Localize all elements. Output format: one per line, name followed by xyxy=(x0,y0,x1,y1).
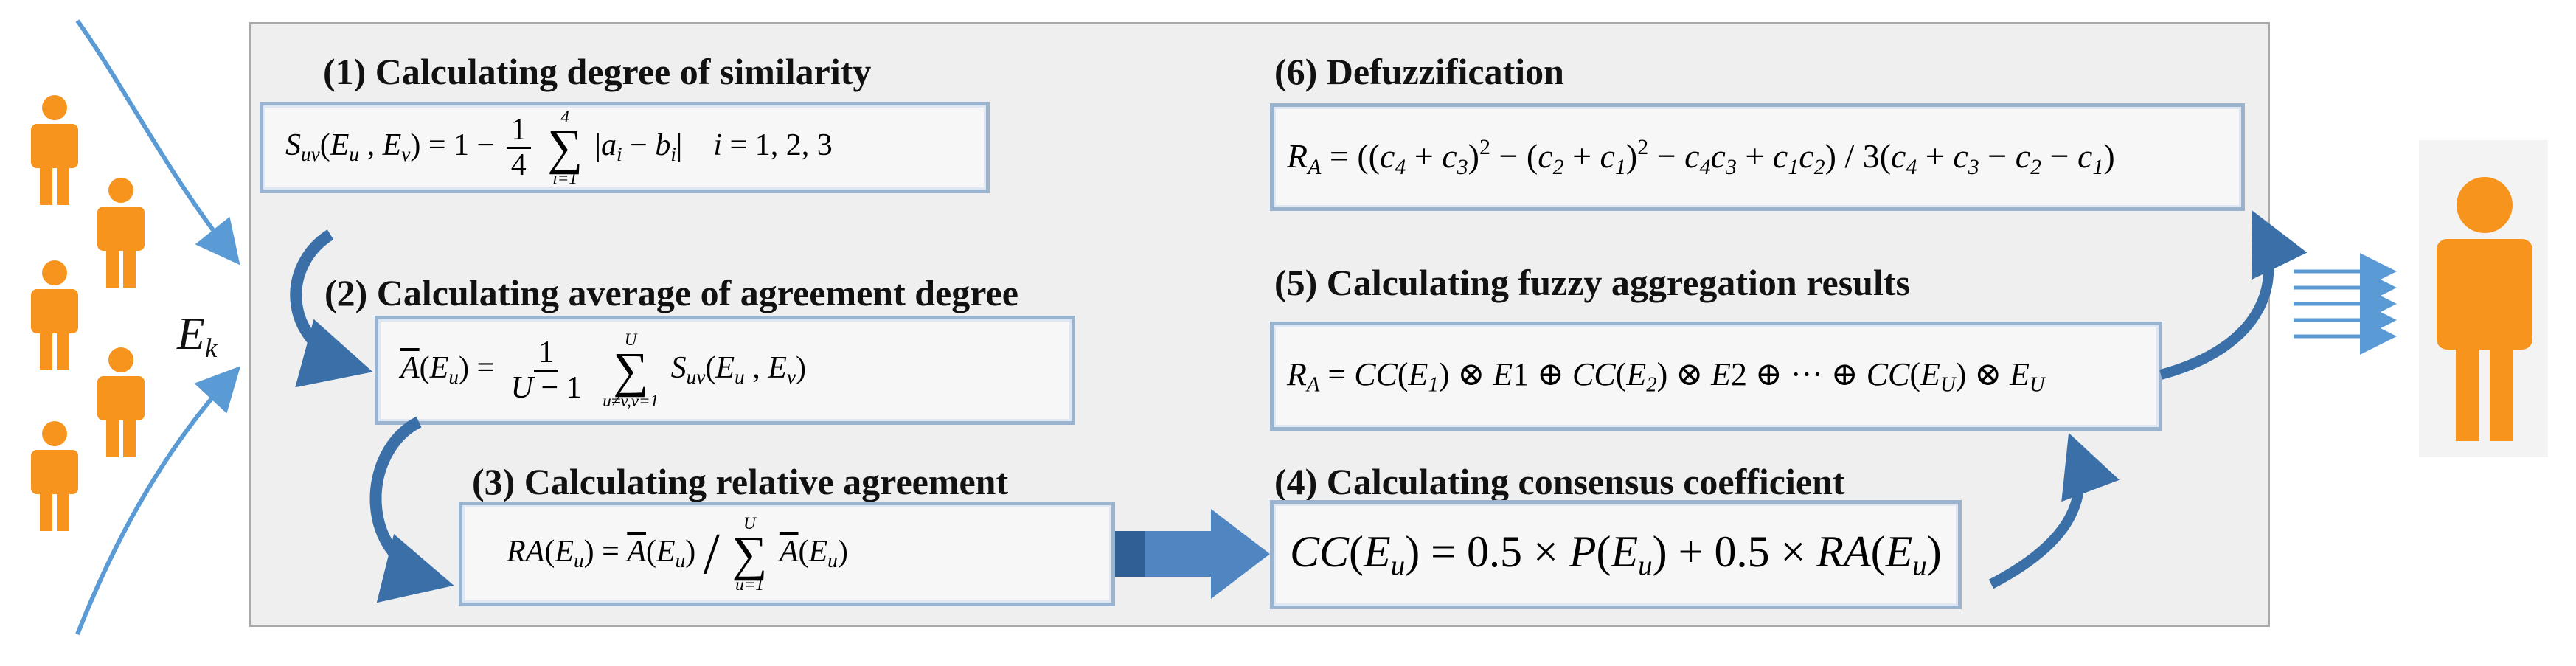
expert-set-label: Ek xyxy=(177,309,218,364)
step-4-title: (4) Calculating consensus coefficient xyxy=(1274,461,1845,502)
step-1-title: (1) Calculating degree of similarity xyxy=(323,51,872,92)
expert-person-icon xyxy=(28,420,81,535)
consensus-coefficient-formula-box: CC(Eu) = 0.5 × P(Eu) + 0.5 × RA(Eu) xyxy=(1270,500,1962,609)
defuzzification-formula-box: RA = ((c4 + c3)2 − (c2 + c1)2 − c4c3 + c… xyxy=(1270,103,2245,211)
step-6-title: (6) Defuzzification xyxy=(1274,51,1564,92)
relative-agreement-formula-box: RA(Eu) = A(Eu) / U∑u=1 A(Eu) xyxy=(459,502,1115,606)
expert-person-icon xyxy=(28,94,81,209)
relative-agreement-formula: RA(Eu) = A(Eu) / U∑u=1 A(Eu) xyxy=(507,513,848,594)
connector-1-2 xyxy=(290,229,373,388)
output-arrows xyxy=(2294,253,2397,355)
input-arrow-top xyxy=(75,19,240,266)
expert-person-icon xyxy=(28,260,81,374)
defuzzification-formula: RA = ((c4 + c3)2 − (c2 + c1)2 − c4c3 + c… xyxy=(1287,134,2115,179)
step-3-title: (3) Calculating relative agreement xyxy=(472,461,1009,502)
step-5-title: (5) Calculating fuzzy aggregation result… xyxy=(1274,262,1910,303)
fuzzy-aggregation-formula-box: RA = CC(E1) ⊗ E1 ⊕ CC(E2) ⊗ E2 ⊕ ··· ⊕ C… xyxy=(1270,322,2162,431)
fuzzy-aggregation-formula: RA = CC(E1) ⊗ E1 ⊕ CC(E2) ⊗ E2 ⊕ ··· ⊕ C… xyxy=(1287,355,2045,397)
connector-2-3 xyxy=(369,416,454,603)
expert-person-icon xyxy=(94,347,147,461)
connector-4-5 xyxy=(1988,432,2120,589)
expert-person-icon xyxy=(94,177,147,291)
connector-5-6 xyxy=(2159,210,2308,380)
input-arrow-bottom xyxy=(75,366,241,636)
block-arrow-3-4 xyxy=(1115,509,1270,599)
step-2-title: (2) Calculating average of agreement deg… xyxy=(324,272,1018,313)
consensus-coefficient-formula: CC(Eu) = 0.5 × P(Eu) + 0.5 × RA(Eu) xyxy=(1290,527,1942,582)
decision-maker-person-icon xyxy=(2434,176,2535,445)
